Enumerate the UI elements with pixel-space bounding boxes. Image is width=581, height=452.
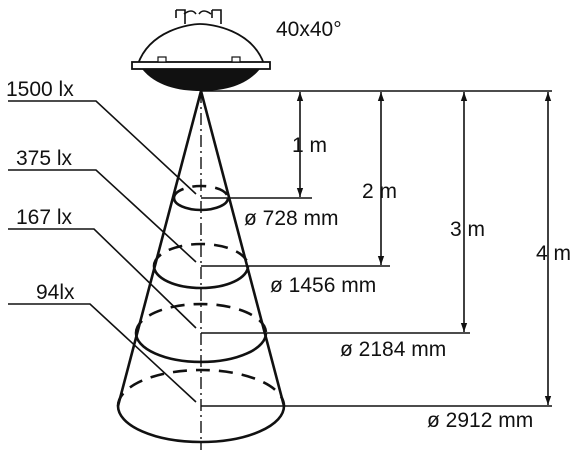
diameter-label-1: ø 728 mm — [244, 207, 339, 230]
beam-section-3m — [134, 302, 268, 364]
distance-label-1: 1 m — [292, 134, 327, 157]
beam-section-1m — [172, 184, 230, 212]
distance-label-4: 4 m — [536, 242, 571, 265]
leader-line-94lx — [8, 303, 197, 403]
diameter-label-4: ø 2912 mm — [427, 409, 533, 432]
leader-line-375lx — [8, 169, 197, 263]
beam-section-4m — [116, 368, 286, 444]
illuminance-label-1: 1500 lx — [6, 78, 74, 101]
light-cone — [116, 90, 286, 450]
diameter-label-2: ø 1456 mm — [270, 274, 376, 297]
distance-label-2: 2 m — [362, 180, 397, 203]
leader-line-1500lx — [8, 100, 197, 195]
illuminance-label-3: 167 lx — [16, 206, 73, 229]
beam-section-2m — [152, 242, 250, 290]
diameter-label-3: ø 2184 mm — [340, 338, 446, 361]
beam-angle-label: 40x40° — [276, 18, 342, 41]
illuminance-label-2: 375 lx — [16, 147, 73, 170]
illuminance-label-4: 94lx — [36, 281, 75, 304]
lamp-icon — [131, 9, 271, 91]
leader-line-167lx — [8, 228, 197, 329]
distance-label-3: 3 m — [450, 218, 485, 241]
